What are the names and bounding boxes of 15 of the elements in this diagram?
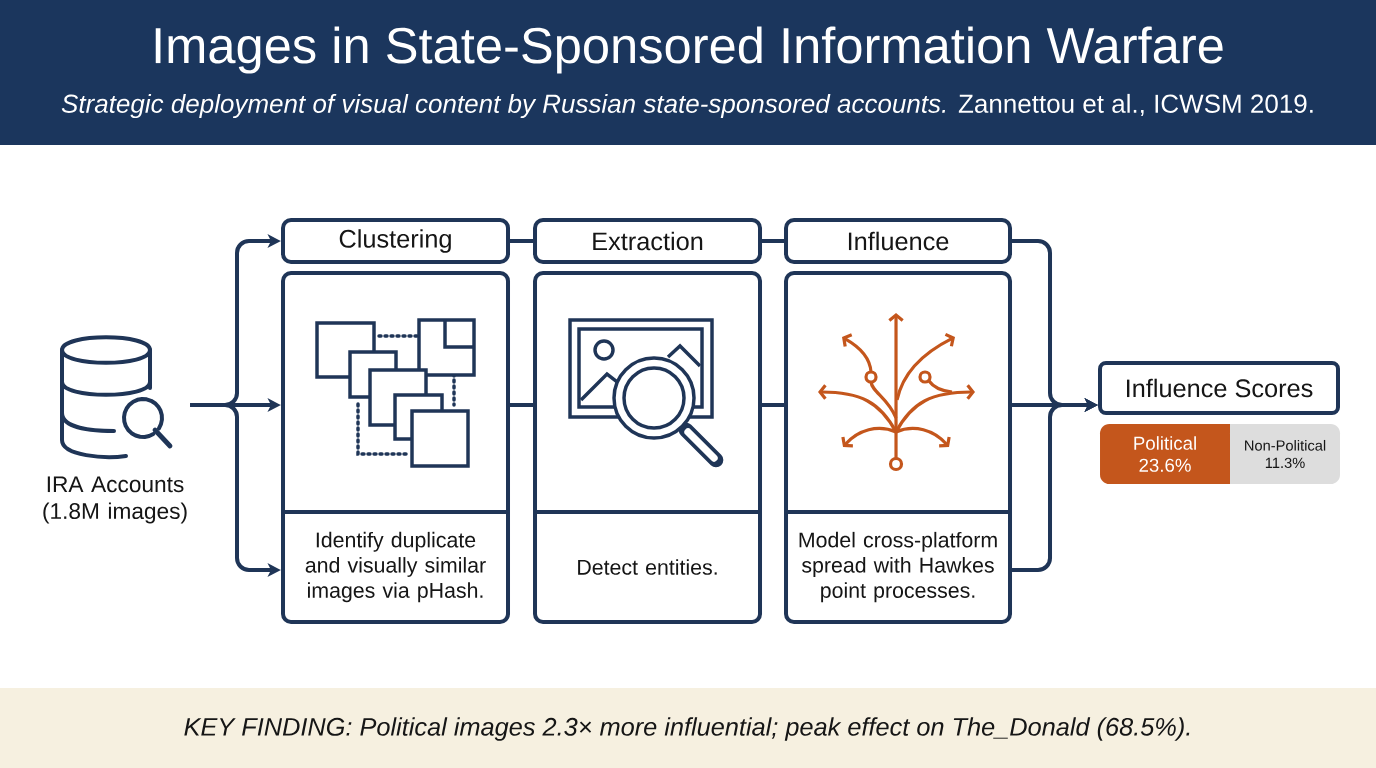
bar-segment: Political 23.6% [1100,424,1230,484]
result-box: Influence Scores [1098,361,1340,415]
connector-line [510,239,533,243]
connector-line [510,403,533,407]
stage-header: Influence [784,218,1012,264]
title: Images in State-Sponsored Information Warfare [155,26,1223,74]
stage-panel: Model cross-platform spread with Hawkes point processes. [784,271,1012,624]
key-finding-banner: KEY FINDING: Political images 2.3× more influential; peak effect on The_Donald (68.5%). [0,688,1376,768]
subtitle: Strategic deployment of visual content by Russian state-sponsored accounts. Zannettou et al., ICWSM 2019. [61,93,1313,119]
connector-line [762,239,784,243]
bar-segment: Non-Political 11.3% [1230,424,1340,484]
stage-header: Clustering [281,218,510,264]
stage-header: Extraction [533,218,762,264]
source-label: IRA Accounts (1.8M images) [43,476,187,524]
connector-line [762,403,784,407]
